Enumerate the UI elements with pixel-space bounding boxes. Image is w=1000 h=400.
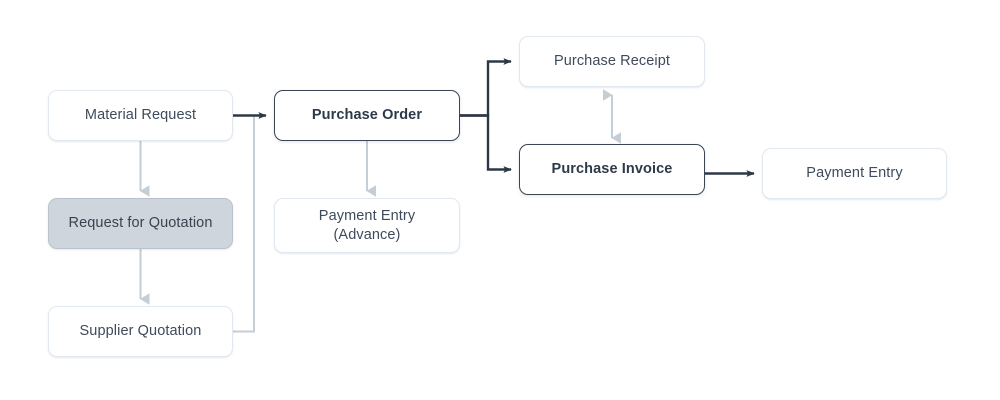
- node-label-payment-entry-advance: Payment Entry (Advance): [318, 207, 416, 243]
- node-label-purchase-order: Purchase Order: [311, 107, 423, 124]
- node-payment-entry[interactable]: Payment Entry: [762, 148, 947, 199]
- node-purchase-invoice[interactable]: Purchase Invoice: [519, 144, 705, 195]
- edge-supplier-quotation-to-purchase-order: [233, 116, 255, 333]
- node-request-for-quotation[interactable]: Request for Quotation: [48, 198, 233, 249]
- node-payment-entry-advance[interactable]: Payment Entry (Advance): [274, 198, 460, 253]
- node-label-payment-entry: Payment Entry: [806, 165, 903, 182]
- node-purchase-receipt[interactable]: Purchase Receipt: [519, 36, 705, 87]
- edge-purchase-order-to-purchase-invoice: [460, 114, 512, 173]
- node-purchase-order[interactable]: Purchase Order: [274, 90, 460, 141]
- node-supplier-quotation[interactable]: Supplier Quotation: [48, 306, 233, 357]
- node-label-supplier-quotation: Supplier Quotation: [79, 323, 202, 340]
- node-label-request-for-quotation: Request for Quotation: [68, 215, 213, 232]
- node-label-purchase-invoice: Purchase Invoice: [551, 161, 673, 178]
- edge-purchase-order-to-purchase-receipt: [460, 58, 512, 117]
- node-material-request[interactable]: Material Request: [48, 90, 233, 141]
- node-label-material-request: Material Request: [84, 107, 197, 124]
- node-label-purchase-receipt: Purchase Receipt: [553, 53, 671, 70]
